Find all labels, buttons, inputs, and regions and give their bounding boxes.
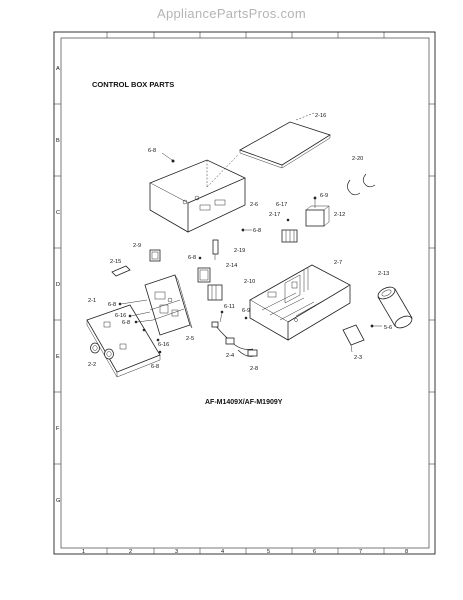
border-number-6: 6 [313,549,316,555]
callout-2-2: 2-2 [88,362,96,368]
part-base-box [249,264,351,341]
border-letter-e: E [56,354,60,360]
screw-6-8-mid [198,256,202,260]
callout-6-8-top: 6-8 [148,148,156,154]
callout-2-17: 2-17 [269,212,280,218]
border-number-8: 8 [405,549,408,555]
part-sensor [212,239,219,260]
callout-2-16: 2-16 [315,113,326,119]
callout-6-8-low: 6-8 [151,364,159,370]
border-number-7: 7 [359,549,362,555]
part-connector [111,265,131,277]
callout-2-15: 2-15 [110,259,121,265]
leader-6-8-top [161,152,173,161]
screw-6-9-low [244,316,248,320]
callout-2-3: 2-3 [354,355,362,361]
callout-6-17: 6-17 [276,202,287,208]
border-number-1: 1 [82,549,85,555]
part-bracket [342,324,365,353]
part-motor-capacitor [377,286,413,329]
border-number-2: 2 [129,549,132,555]
callout-6-8-right: 6-8 [253,228,261,234]
callout-2-14: 2-14 [226,263,237,269]
callout-2-5: 2-5 [186,336,194,342]
part-transformer [197,267,211,283]
part-thermistor [237,349,258,357]
screws-left-cluster [118,299,162,354]
border-number-3: 3 [175,549,178,555]
callout-6-8-mid: 6-8 [188,255,196,261]
callout-2-8: 2-8 [250,366,258,372]
screw-6-9-top [313,196,317,200]
border-number-5: 5 [267,549,270,555]
border-letter-f: F [56,426,60,432]
watermark-text: AppliancePartsPros.com [157,6,306,21]
part-terminal-block [207,284,223,301]
callout-6-8-left-b: 6-8 [122,320,130,326]
part-capacitor [305,205,330,227]
outer-frame [53,31,436,555]
callout-6-16-a: 6-16 [115,313,126,319]
callout-6-9-top: 6-9 [320,193,328,199]
border-letter-b: B [56,138,60,144]
callout-2-6: 2-6 [250,202,258,208]
screw-6-8-top [171,159,175,163]
callout-6-8-left-a: 6-8 [108,302,116,308]
border-letter-g: G [56,498,60,504]
diagram-title: CONTROL BOX PARTS [92,80,174,89]
callout-2-7: 2-7 [334,260,342,266]
callout-2-9: 2-9 [133,243,141,249]
part-clamps [347,173,376,196]
callout-2-4: 2-4 [226,353,234,359]
part-relay [281,229,298,243]
callout-2-19: 2-19 [234,248,245,254]
leader-2-16 [295,112,315,121]
callout-2-12: 2-12 [334,212,345,218]
border-letter-a: A [56,66,60,72]
frame-ticks [54,32,435,554]
part-cover-plate [239,121,331,169]
inner-frame [60,37,430,549]
border-letter-d: D [56,282,60,288]
leader-6-11 [219,312,223,323]
screw-6-11 [220,310,224,314]
callout-2-10: 2-10 [244,279,255,285]
border-number-4: 4 [221,549,224,555]
border-letter-c: C [56,210,60,216]
part-box-cover [149,154,246,233]
model-number: AF-M1409X/AF-M1909Y [205,399,283,406]
part-switch [149,249,161,262]
screw-6-17 [286,218,290,222]
callout-6-9-low: 6-9 [242,308,250,314]
callout-2-13: 2-13 [378,271,389,277]
part-knobs [90,342,114,360]
callout-6-11: 6-11 [224,304,235,310]
screw-6-8-right [241,228,245,232]
callout-5-6: 5-6 [384,325,392,331]
part-wire-harness [211,321,254,350]
callout-2-1: 2-1 [88,298,96,304]
screw-5-6 [370,324,374,328]
part-circuit-board [144,274,193,336]
callout-2-20: 2-20 [352,156,363,162]
callout-6-16-b: 6-16 [158,342,169,348]
